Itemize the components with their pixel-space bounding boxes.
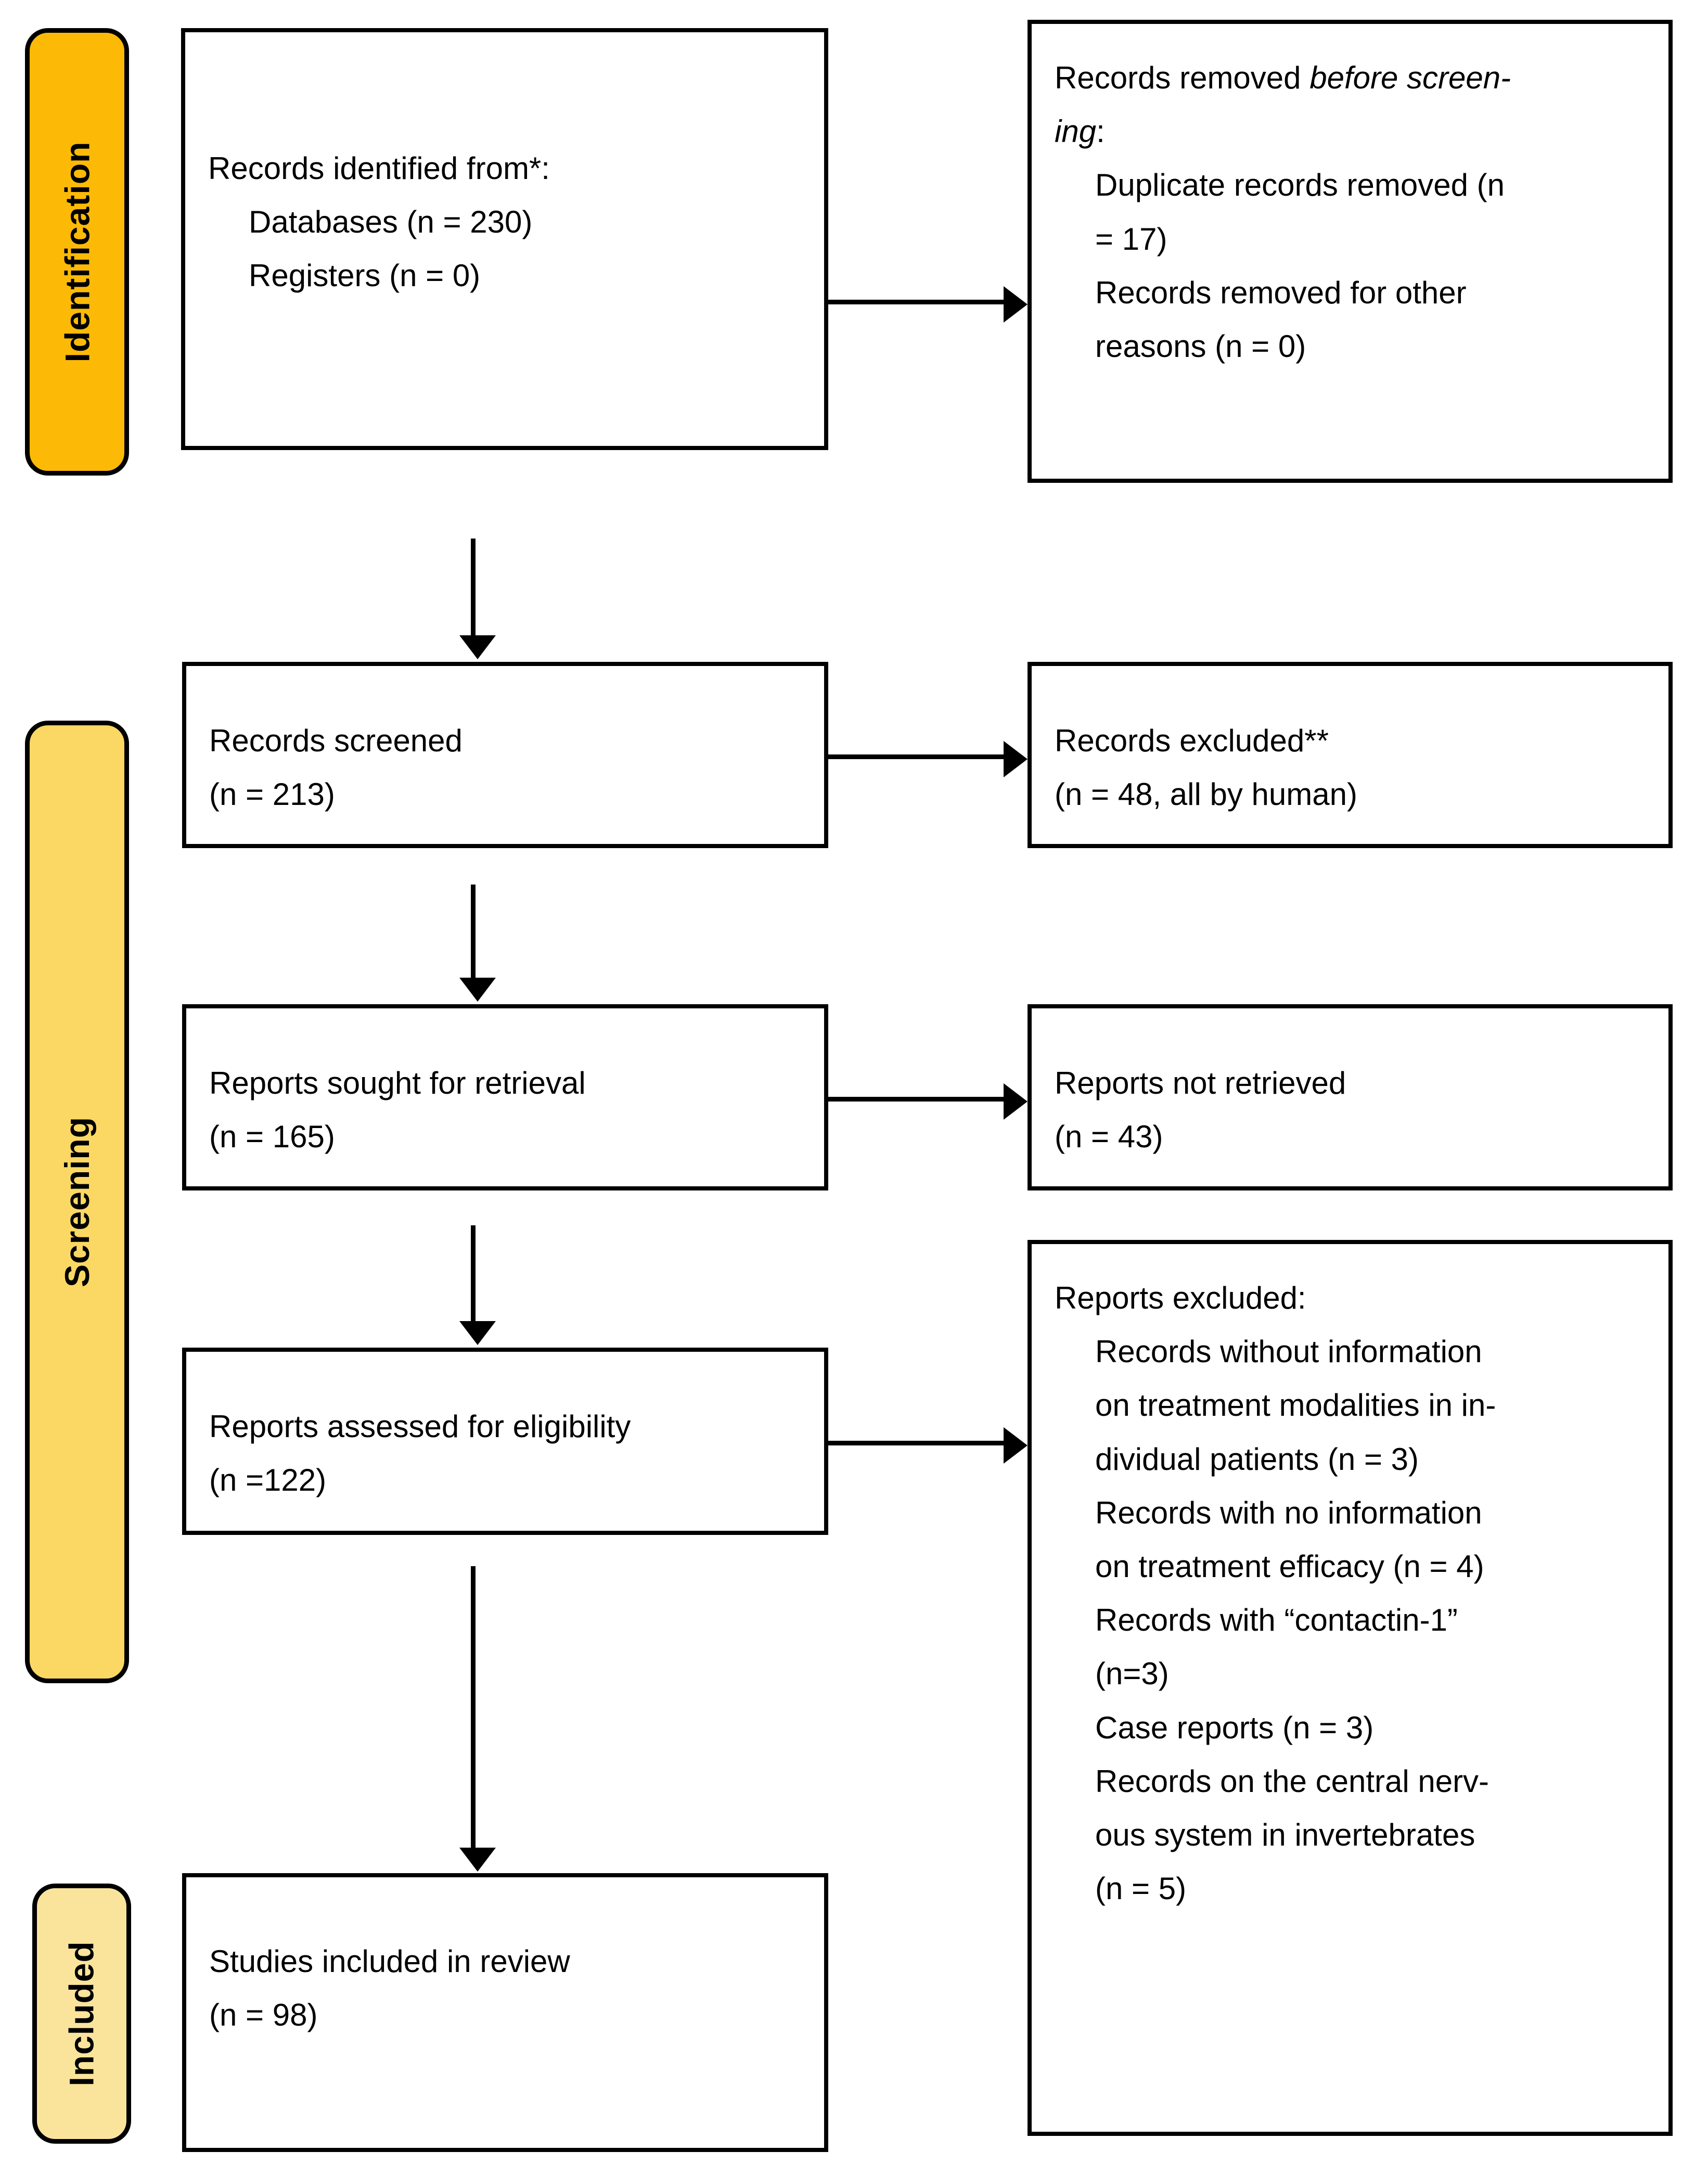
reports-excluded-reason-line-4: Records with no information: [1095, 1495, 1482, 1530]
records-screened-count: (n = 213): [209, 777, 335, 812]
arrow-down-identified-to-screened: [459, 539, 496, 659]
records-removed-title: Records removed before screen-: [1055, 51, 1646, 105]
box-records-excluded: Records excluded** (n = 48, all by human…: [1028, 662, 1673, 848]
reports-not-retrieved-count: (n = 43): [1055, 1119, 1163, 1155]
reports-excluded-reason-line-9: Records on the central nerv-: [1095, 1763, 1489, 1799]
reports-excluded-reason-line-5: on treatment efficacy (n = 4): [1095, 1548, 1484, 1584]
reports-sought-count: (n = 165): [209, 1119, 335, 1155]
reports-excluded-reason-line-1: Records without information: [1095, 1334, 1482, 1369]
records-identified-databases: Databases (n = 230): [249, 204, 533, 240]
records-removed-duplicates-2: = 17): [1095, 221, 1167, 257]
reports-excluded-reason-line-7: (n=3): [1095, 1656, 1169, 1692]
arrow-right-identified-to-removed: [828, 286, 1028, 323]
box-reports-assessed-for-eligibility: Reports assessed for eligibility (n =122…: [182, 1348, 828, 1535]
reports-sought-label: Reports sought for retrieval: [209, 1066, 586, 1100]
box-reports-excluded-reasons: Reports excluded: Records without inform…: [1028, 1240, 1673, 2136]
records-removed-title-italic: before screen-: [1309, 60, 1511, 95]
studies-included-count: (n = 98): [209, 1997, 318, 2033]
box-studies-included-in-review: Studies included in review (n = 98): [182, 1873, 828, 2152]
records-removed-other-2: reasons (n = 0): [1095, 328, 1306, 364]
arrow-right-screened-to-excluded: [828, 741, 1028, 777]
reports-not-retrieved-label: Reports not retrieved: [1055, 1066, 1346, 1100]
stage-label-included: Included: [62, 1941, 101, 2086]
reports-assessed-label: Reports assessed for eligibility: [209, 1409, 631, 1444]
reports-excluded-reason-line-11: (n = 5): [1095, 1871, 1187, 1906]
stage-bar-identification: Identification: [25, 28, 129, 476]
records-removed-title-tail: :: [1096, 114, 1105, 149]
records-removed-title-plain: Records removed: [1055, 60, 1310, 95]
studies-included-label: Studies included in review: [209, 1944, 570, 1979]
box-records-screened: Records screened (n = 213): [182, 662, 828, 848]
box-records-identified: Records identified from*: Databases (n =…: [181, 28, 828, 450]
reports-assessed-count: (n =122): [209, 1463, 327, 1498]
records-excluded-count: (n = 48, all by human): [1055, 777, 1357, 812]
box-reports-sought-for-retrieval: Reports sought for retrieval (n = 165): [182, 1004, 828, 1190]
stage-bar-included: Included: [32, 1884, 131, 2144]
reports-excluded-reason-line-2: on treatment modalities in in-: [1095, 1388, 1496, 1423]
reports-excluded-reason-line-10: ous system in invertebrates: [1095, 1817, 1475, 1852]
stage-bar-screening: Screening: [25, 721, 129, 1683]
records-identified-registers: Registers (n = 0): [249, 258, 481, 293]
records-excluded-label: Records excluded**: [1055, 723, 1329, 758]
stage-label-identification: Identification: [58, 141, 97, 363]
records-removed-other-1: Records removed for other: [1095, 275, 1467, 310]
arrow-down-assessed-to-included: [459, 1566, 496, 1872]
box-reports-not-retrieved: Reports not retrieved (n = 43): [1028, 1004, 1673, 1190]
reports-excluded-reason-line-3: dividual patients (n = 3): [1095, 1441, 1419, 1477]
arrow-right-assessed-to-reports-excluded: [828, 1427, 1028, 1464]
box-records-removed-before-screening: Records removed before screen- ing: Dupl…: [1028, 20, 1673, 483]
records-screened-label: Records screened: [209, 723, 463, 758]
arrow-down-screened-to-sought: [459, 885, 496, 1002]
records-removed-duplicates-1: Duplicate records removed (n: [1095, 168, 1505, 203]
reports-excluded-reason-line-6: Records with “contactin-1”: [1095, 1603, 1458, 1638]
arrow-down-sought-to-assessed: [459, 1225, 496, 1345]
reports-excluded-title: Reports excluded:: [1055, 1280, 1306, 1315]
records-identified-title: Records identified from*:: [208, 151, 550, 186]
records-removed-title-cont: ing:: [1055, 105, 1646, 158]
stage-label-screening: Screening: [58, 1116, 97, 1288]
records-removed-title-italic2: ing: [1055, 114, 1097, 149]
arrow-right-sought-to-not-retrieved: [828, 1083, 1028, 1120]
reports-excluded-reason-line-8: Case reports (n = 3): [1095, 1710, 1374, 1745]
